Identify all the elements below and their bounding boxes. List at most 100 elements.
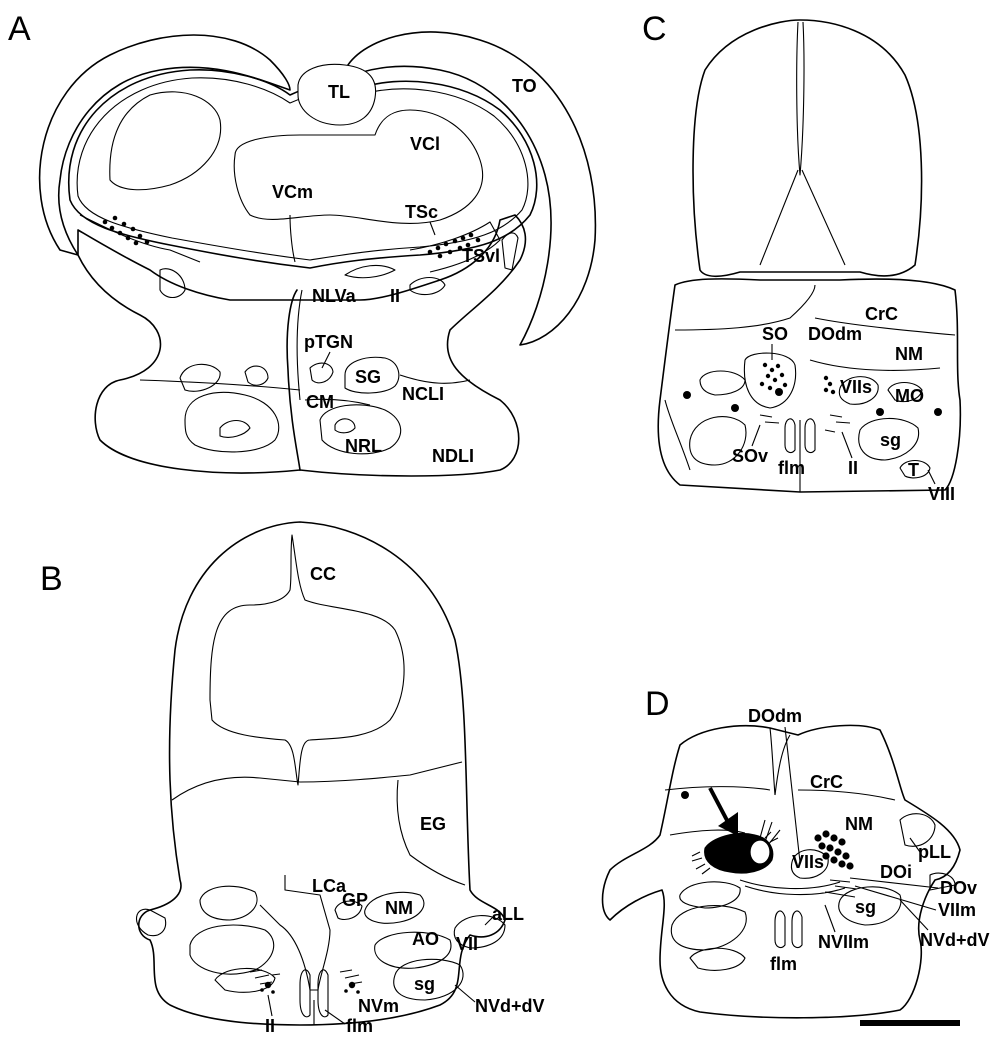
panel-a-ii-shape [409, 276, 446, 296]
panel-a-ventricle-outline [68, 68, 538, 269]
panel-a-nlva-shape [344, 264, 396, 279]
panel-a-sg-oval [344, 356, 400, 394]
panel-b-label-nvm: NVm [358, 996, 399, 1016]
panel-d-label-dov: DOv [940, 878, 977, 898]
panel-a-letter: A [8, 10, 31, 48]
panel-c-label-t: T [908, 460, 919, 480]
panel-c-so-region [743, 352, 797, 409]
panel-d-label-dodm: DOdm [748, 706, 802, 726]
panel-b-flm-left [299, 969, 311, 1018]
panel-d-left-oval-1 [679, 881, 741, 909]
panel-b-label-gp: GP [342, 890, 368, 910]
panel-b-label-all: aLL [492, 904, 524, 924]
panel-a-hypothal-line [139, 379, 301, 391]
panel-a-ts-dots-left [102, 215, 150, 246]
panel-d-letter: D [645, 685, 670, 723]
panel-a-tl-region [297, 63, 377, 126]
panel-a-label-vcm: VCm [272, 182, 313, 202]
panel-d-dots [681, 791, 854, 870]
panel-c-nm-lower [809, 359, 941, 371]
panel-c-t-oval [899, 459, 931, 479]
panel-d-injection-hole [749, 839, 771, 865]
panel-d-midline-groove [769, 727, 791, 796]
panel-c-label-dodm: DOdm [808, 324, 862, 344]
panel-a-label-cm: CM [306, 392, 334, 412]
panel-c-viis-oval [838, 376, 879, 405]
panel-b-fibers-right [339, 969, 363, 985]
panel-d-label-nm: NM [845, 814, 873, 834]
panel-a-label-tsvl: TSvl [462, 246, 500, 266]
panel-c-label-ii: II [848, 458, 858, 478]
panel-c-label-sov: SOv [732, 446, 768, 466]
panel-b-fibers-left [249, 969, 281, 985]
panel-c-fibers [759, 414, 851, 433]
panel-b-label-flm: flm [346, 1016, 373, 1036]
panel-d-leader-pll [909, 837, 921, 853]
panel-c-midline-v [759, 169, 846, 266]
panel-d-arrow-icon [708, 787, 738, 836]
panel-a-label-vcl: VCl [410, 134, 440, 154]
panel-a-label-nrl: NRL [345, 436, 382, 456]
panel-a-label-ncli: NCLI [402, 384, 444, 404]
panel-c-label-viii: VIII [928, 484, 955, 504]
panel-d-flm-right [791, 910, 803, 949]
panel-a-valvula-medial [233, 109, 484, 224]
panel-b-brain-outline [137, 521, 506, 1026]
panel-d-label-crc: CrC [810, 772, 843, 792]
panel-b-leader-all [484, 914, 496, 926]
panel-c: C CrC [642, 10, 962, 504]
panel-a-left-blob [244, 365, 269, 386]
panel-a-ts-right [409, 221, 501, 273]
panel-d-label-nviim: NVIIm [818, 932, 869, 952]
panel-b-label-nm: NM [385, 898, 413, 918]
panel-b-label-lca: LCa [312, 876, 347, 896]
panel-a-midline [286, 289, 301, 471]
panel-b-label-eg: EG [420, 814, 446, 834]
panel-d-label-sg: sg [855, 897, 876, 917]
panel-b-label-cc: CC [310, 564, 336, 584]
panel-d-leader-viim [854, 885, 937, 911]
panel-a-left-small-oval [179, 363, 221, 392]
panel-a-leader-tsc [429, 221, 436, 236]
panel-d-label-flm: flm [770, 954, 797, 974]
panel-b-left-oval-3 [214, 967, 276, 993]
panel-d-crc-line [664, 786, 771, 791]
panel-b-nm-oval [364, 891, 425, 924]
panel-c-label-viis: VIIs [840, 377, 872, 397]
panel-c-left-edge [664, 399, 691, 471]
panel-b-cc-inner [209, 534, 405, 786]
panel-b-eg-right-inner [396, 779, 466, 886]
panel-b-label-vii: VII [456, 934, 478, 954]
panel-d-label-viis: VIIs [792, 852, 824, 872]
panel-b-leader-ii [267, 994, 273, 1017]
panel-b-label-ao: AO [412, 929, 439, 949]
panel-d-leader-nviim [824, 904, 836, 933]
panel-c-flm-right [804, 418, 816, 454]
panel-b: B CC EG LCa [40, 521, 545, 1036]
panel-d-brain-outline [601, 724, 961, 1019]
panel-a-nrl-inner [334, 418, 356, 434]
panel-a-nrl-oval [319, 404, 402, 455]
panel-b-label-sg: sg [414, 974, 435, 994]
panel-a-valvula-lateral [109, 91, 222, 191]
panel-d-leader-dodm [784, 726, 801, 863]
panel-d-leader-nvddv [899, 899, 929, 931]
panel-a-ptgn-shape [309, 362, 334, 384]
panel-c-midline-fissure [796, 21, 805, 176]
panel-a-cm-line [304, 398, 371, 406]
panel-a-optic-tectum-right [344, 31, 597, 346]
panel-b-left-wing [136, 908, 167, 937]
panel-b-letter: B [40, 560, 63, 598]
panel-a-lower-left-region [184, 391, 280, 453]
panel-b-eg-right [299, 761, 463, 783]
panel-b-gp-oval [334, 900, 363, 921]
panel-a-optic-tectum-left [38, 34, 291, 256]
panel-c-letter: C [642, 10, 667, 48]
panel-a-label-nlva: NLVa [312, 286, 357, 306]
panel-c-nm-line [814, 317, 956, 336]
panel-a-label-tsc: TSc [405, 202, 438, 222]
panel-d-viis-oval [790, 849, 829, 879]
panel-d-fibers [739, 879, 858, 898]
panel-b-ao-oval [374, 931, 452, 969]
panel-c-mo-oval [887, 381, 923, 403]
